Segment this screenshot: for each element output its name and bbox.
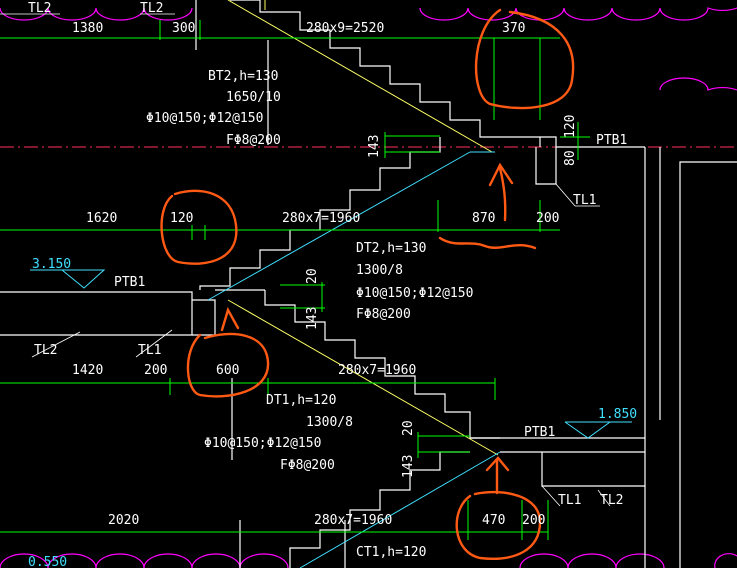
- note-dt2-steps: 1300/8: [356, 263, 403, 278]
- dim-120-vertical: 120: [563, 115, 578, 138]
- dim-1380: 1380: [72, 21, 103, 36]
- dim-280x7-b: 280x7=1960: [338, 363, 416, 378]
- member-labels: TL2 TL2 TL2 TL2 TL1 TL1 TL1 PTB1 PTB1 PT…: [28, 1, 627, 508]
- note-dt1: DT1,h=120 1300/8 Φ10@150;Φ12@150 FΦ8@200: [204, 393, 353, 473]
- dim-300: 300: [172, 21, 195, 36]
- note-ct1-name: CT1,h=120: [356, 545, 426, 560]
- dim-80: 80: [563, 150, 578, 166]
- markup-annotations: [160, 8, 575, 560]
- level-1850: 1.850: [598, 407, 637, 422]
- dim-1420: 1420: [72, 363, 103, 378]
- dim-600: 600: [216, 363, 239, 378]
- revision-cloud-bottom: [0, 553, 737, 568]
- note-ct1: CT1,h=120: [356, 545, 426, 560]
- note-bt2-name: BT2,h=130: [208, 69, 278, 84]
- level-3150: 3.150: [32, 257, 71, 272]
- note-bt2-steps: 1650/10: [226, 90, 281, 105]
- label-tl1-c: TL1: [558, 493, 581, 508]
- note-dt1-rebar: Φ10@150;Φ12@150: [204, 436, 321, 451]
- note-dt1-steps: 1300/8: [306, 415, 353, 430]
- dim-143-b: 143: [305, 307, 320, 330]
- note-dt2-rebar: Φ10@150;Φ12@150: [356, 286, 473, 301]
- label-tl1-b: TL1: [138, 343, 161, 358]
- label-tl2-a: TL2: [28, 1, 51, 16]
- level-marks: 3.150 1.850 0.550: [28, 257, 637, 568]
- label-ptb1-a: PTB1: [596, 133, 627, 148]
- dim-20-a: 20: [305, 268, 320, 284]
- dim-280x7-c: 280x7=1960: [314, 513, 392, 528]
- dim-143-a: 143: [367, 135, 382, 158]
- dim-1620: 1620: [86, 211, 117, 226]
- dim-280x9: 280x9=2520: [306, 21, 384, 36]
- note-dt2-dist: FΦ8@200: [356, 307, 411, 322]
- dimension-lines: [0, 20, 590, 540]
- note-bt2-rebar: Φ10@150;Φ12@150: [146, 111, 263, 126]
- label-tl2-b: TL2: [140, 1, 163, 16]
- note-dt1-dist: FΦ8@200: [280, 458, 335, 473]
- dimension-texts: 1380 300 280x9=2520 370 120 143 80 1620 …: [72, 21, 578, 528]
- dim-2020: 2020: [108, 513, 139, 528]
- leader-lines: [0, 13, 611, 507]
- dim-120: 120: [170, 211, 193, 226]
- dim-470: 470: [482, 513, 505, 528]
- dim-280x7-a: 280x7=1960: [282, 211, 360, 226]
- revision-cloud-top: [0, 7, 737, 91]
- note-bt2-dist: FΦ8@200: [226, 133, 281, 148]
- slab-bottom-lines: [30, 151, 632, 568]
- label-tl2-d: TL2: [600, 493, 623, 508]
- dim-200-b: 200: [144, 363, 167, 378]
- dim-20-b: 20: [401, 420, 416, 436]
- note-dt1-name: DT1,h=120: [266, 393, 336, 408]
- stair-slab-lines: [227, 0, 499, 456]
- label-ptb1-b: PTB1: [114, 275, 145, 290]
- label-tl1-a: TL1: [573, 193, 596, 208]
- dim-143-c: 143: [401, 455, 416, 478]
- dim-370: 370: [502, 21, 525, 36]
- label-ptb1-c: PTB1: [524, 425, 555, 440]
- dim-200-a: 200: [536, 211, 559, 226]
- note-dt2-name: DT2,h=130: [356, 241, 426, 256]
- note-bt2: BT2,h=130 1650/10 Φ10@150;Φ12@150 FΦ8@20…: [146, 69, 281, 148]
- dim-870: 870: [472, 211, 495, 226]
- dim-200-c: 200: [522, 513, 545, 528]
- label-tl2-c: TL2: [34, 343, 57, 358]
- note-dt2: DT2,h=130 1300/8 Φ10@150;Φ12@150 FΦ8@200: [356, 241, 473, 322]
- level-0550: 0.550: [28, 555, 67, 568]
